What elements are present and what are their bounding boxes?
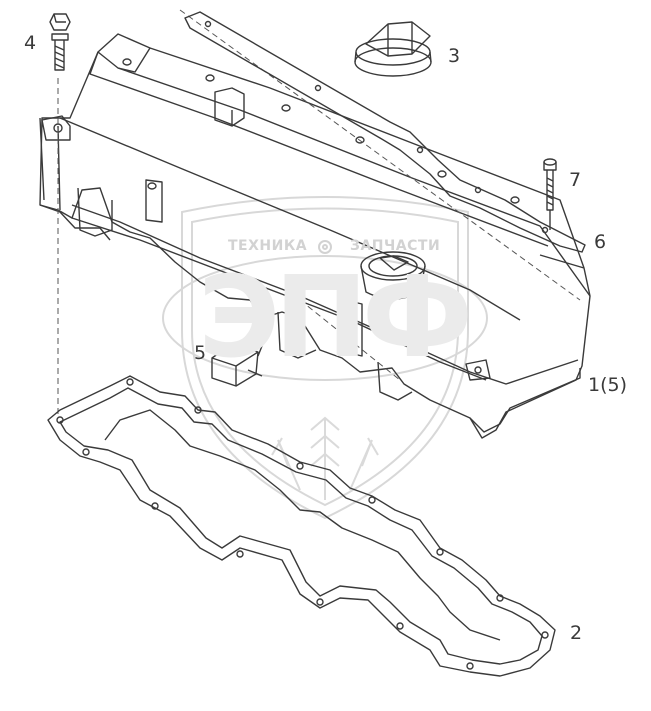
oil-filler-cap <box>354 21 432 77</box>
seal-strip <box>184 11 586 253</box>
breather-connector <box>211 341 263 387</box>
bolt <box>49 13 71 71</box>
watermark-wheat-icon <box>271 416 379 500</box>
label-strip: 6 <box>594 231 607 253</box>
valve-cover-gasket <box>47 375 556 677</box>
watermark-left-word: ТЕХНИКА <box>228 238 308 254</box>
label-cover: 1(5) <box>588 374 628 396</box>
label-oil-cap: 3 <box>448 45 461 67</box>
label-stud: 7 <box>569 169 582 191</box>
stud-bolt <box>543 158 557 230</box>
watermark-gear-icon <box>318 240 332 254</box>
watermark-right-word: ЗАПЧАСТИ <box>350 238 441 254</box>
watermark-logo-letters: ЭПФ <box>198 253 473 383</box>
watermark-shield <box>162 196 488 520</box>
alignment-lines <box>57 9 581 418</box>
label-bolt: 4 <box>24 32 37 54</box>
label-connector: 5 <box>194 342 207 364</box>
label-gasket: 2 <box>570 622 583 644</box>
